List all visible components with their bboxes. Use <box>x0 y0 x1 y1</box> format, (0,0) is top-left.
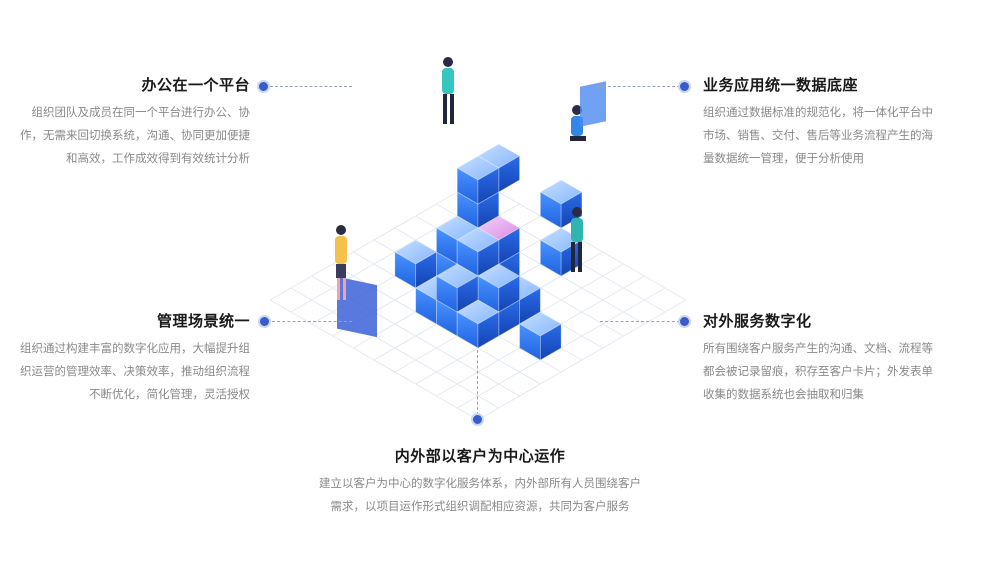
connector-line-mid-right <box>600 321 680 322</box>
cube-stack <box>394 143 583 361</box>
feature-desc-line: 需求，以项目运作形式组织调配相应资源，共同为客户服务 <box>330 499 630 513</box>
person-leg <box>450 94 454 124</box>
cube <box>456 299 500 349</box>
connector-dot-bottom <box>471 413 484 426</box>
person-head <box>336 225 346 235</box>
feature-desc-line: 所有围绕客户服务产生的沟通、文档、流程等 <box>703 341 933 355</box>
feature-title: 内外部以客户为中心运作 <box>394 447 566 465</box>
person-head <box>443 57 453 67</box>
cube <box>539 179 583 229</box>
person-head <box>572 207 582 217</box>
cube-right-face <box>477 167 500 205</box>
connector-line-mid-left <box>272 321 352 322</box>
cube-right-face <box>560 191 583 229</box>
person-leg <box>443 94 447 124</box>
connector-dot-top-right <box>678 80 691 93</box>
feature-mid-left: 管理场景统一 组织通过构建丰富的数字化应用，大幅提升组 织运营的管理效率、决策效… <box>10 310 250 406</box>
feature-desc-line: 组织通过数据标准的规范化，将一体化平台中 <box>703 105 933 119</box>
person-head <box>572 105 582 115</box>
feature-top-right: 业务应用统一数据底座 组织通过数据标准的规范化，将一体化平台中 市场、销售、交付… <box>703 74 963 170</box>
cube <box>435 263 479 313</box>
person-leg <box>570 136 586 141</box>
cube <box>394 239 438 289</box>
chart-panel <box>337 276 377 338</box>
person-skirt <box>336 264 346 278</box>
connector-dot-mid-left <box>258 315 271 328</box>
feature-desc-line: 不断优化，简化管理，灵活授权 <box>89 387 250 401</box>
feature-title: 管理场景统一 <box>156 312 250 330</box>
person-body <box>335 236 347 264</box>
feature-desc-line: 量数据统一管理，便于分析使用 <box>703 151 864 165</box>
grid-line <box>477 299 687 421</box>
feature-desc-line: 市场、销售、交付、售后等业务流程产生的海 <box>703 128 933 142</box>
grid-line <box>269 299 479 421</box>
feature-mid-right: 对外服务数字化 所有围绕客户服务产生的沟通、文档、流程等 都会被记录留痕，积存至… <box>703 310 963 406</box>
person-leg <box>578 242 582 272</box>
person-leg <box>343 278 346 300</box>
cube-right-face <box>539 323 562 361</box>
feature-bottom: 内外部以客户为中心运作 建立以客户为中心的数字化服务体系，内外部所有人员围绕客户… <box>270 445 690 518</box>
cube <box>456 155 500 205</box>
person-body <box>442 68 454 94</box>
cube <box>456 227 500 277</box>
feature-desc-line: 织运营的管理效率、决策效率，推动组织流程 <box>20 364 250 378</box>
feature-desc-line: 作，无需来回切换系统，沟通、协同更加便捷 <box>20 128 250 142</box>
feature-desc-line: 组织团队及成员在同一个平台进行办公、协 <box>31 105 251 119</box>
feature-desc-line: 收集的数据系统也会抽取和归集 <box>703 387 864 401</box>
connector-dot-top-left <box>257 80 270 93</box>
cube-right-face <box>498 275 520 313</box>
feature-desc-line: 建立以客户为中心的数字化服务体系，内外部所有人员围绕客户 <box>319 476 641 490</box>
feature-desc-line: 都会被记录留痕，积存至客户卡片；外发表单 <box>703 364 933 378</box>
connector-line-top-right <box>598 86 680 87</box>
person-figures <box>335 57 606 338</box>
feature-desc-line: 组织通过构建丰富的数字化应用，大幅提升组 <box>20 341 250 355</box>
person-leg <box>337 278 340 300</box>
connector-dot-mid-right <box>678 315 691 328</box>
card-panel <box>580 81 606 127</box>
connector-line-bottom <box>477 350 478 415</box>
person-leg <box>571 242 575 272</box>
feature-title: 办公在一个平台 <box>141 76 250 94</box>
grid-line <box>290 287 500 409</box>
person-body <box>571 218 583 242</box>
connector-line-top-left <box>270 86 352 87</box>
cube-right-face <box>477 311 500 349</box>
feature-desc-line: 和高效，工作成效得到有效统计分析 <box>66 151 250 165</box>
feature-title: 对外服务数字化 <box>703 312 812 330</box>
cube <box>477 263 521 313</box>
cube <box>518 311 562 361</box>
feature-top-left: 办公在一个平台 组织团队及成员在同一个平台进行办公、协 作，无需来回切换系统，沟… <box>10 74 250 170</box>
feature-title: 业务应用统一数据底座 <box>703 76 859 94</box>
